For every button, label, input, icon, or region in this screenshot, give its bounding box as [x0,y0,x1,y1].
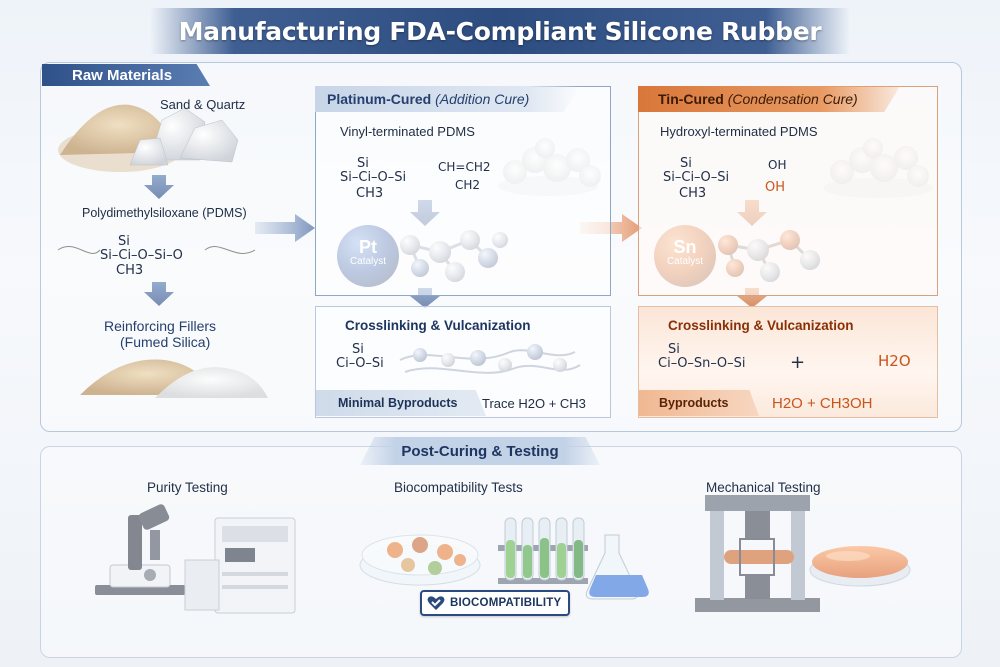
post-curing-tab: Post-Curing & Testing [360,437,600,465]
sn-symbol: Sn [673,237,697,257]
tin-crosslink-si: Si [668,342,680,357]
silicone-sample-dish-icon [809,546,911,587]
pdms-formula-ch3: CH3 [116,263,144,278]
pt-symbol: Pt [359,237,377,257]
pdms-formula-si: Si [118,234,130,249]
tin-catalyst: Sn Catalyst [654,238,716,267]
platinum-header-em: (Addition Cure) [435,91,530,107]
heart-check-icon [427,596,445,610]
tin-crosslink-panel [638,306,938,418]
biocompatibility-badge: BIOCOMPATIBILITY [420,590,570,616]
platinum-cure-header: Platinum-Cured (Addition Cure) [315,86,580,112]
pdms-label: Polydimethylsiloxane (PDMS) [82,206,247,220]
pdms-formula-chain: Si–Ci–O–Si–O [100,248,183,263]
pt-catalyst-label: Catalyst [349,256,387,267]
tensile-tester-icon [695,495,820,612]
sand-quartz-label: Sand & Quartz [160,97,246,112]
raw-materials-tab: Raw Materials [42,64,210,86]
tin-formula-ch3: CH3 [679,186,707,201]
arrow-right-icon [580,214,642,242]
microscope-icon [95,504,185,595]
test-tube-rack-icon [498,517,588,584]
tin-formula-oh-top: OH [768,158,787,172]
tin-formula-oh-bottom: OH [765,180,786,195]
pt-crosslink-label: Crosslinking & Vulcanization [345,318,531,333]
tin-formula-si: Si [680,156,692,171]
tin-cure-panel [638,86,938,296]
arrow-down-icon [410,288,440,308]
pt-formula-chain: Si–Ci–O–Si [340,170,407,185]
sand-quartz-pile [58,104,239,172]
hydroxyl-pdms-label: Hydroxyl-terminated PDMS [660,124,818,139]
arrow-down-icon [737,288,767,308]
pt-formula-vinyl-top: CH=CH2 [438,160,491,174]
page-title: Manufacturing FDA-Compliant Silicone Rub… [178,16,822,46]
lab-analyzer-icon [184,517,296,614]
pt-formula-vinyl-bottom: CH2 [455,178,481,192]
arrow-down-icon [144,282,174,306]
tin-byproducts-label: Byproducts [639,390,759,416]
tin-byproducts-value: H2O + CH3OH [772,395,873,412]
pt-formula-ch3: CH3 [356,186,384,201]
fumed-silica-pile [80,359,268,398]
petri-dish-icon [359,534,481,586]
platinum-cure-panel [315,86,611,296]
pt-byproducts-value: Trace H2O + CH3 [482,396,586,411]
flask-icon [585,534,649,600]
arrow-right-icon [255,214,315,242]
fillers-sublabel: (Fumed Silica) [120,334,211,350]
pt-crosslink-chain: Ci–O–Si [336,356,384,371]
badge-label: BIOCOMPATIBILITY [450,597,562,609]
biocompatibility-tests-title: Biocompatibility Tests [394,480,523,495]
tin-crosslink-water: H2O [878,352,911,370]
pt-byproducts-label: Minimal Byproducts [316,390,486,416]
arrow-down-icon [144,175,174,199]
fillers-label: Reinforcing Fillers [104,318,217,334]
vinyl-pdms-label: Vinyl-terminated PDMS [340,124,475,139]
pt-formula-si: Si [357,156,369,171]
tin-header-em: (Condensation Cure) [727,91,858,107]
tin-cure-header: Tin-Cured (Condensation Cure) [638,86,900,112]
tin-crosslink-chain: Ci–O–Sn–O–Si [658,356,746,371]
mechanical-testing-title: Mechanical Testing [706,480,821,495]
pt-crosslink-si: Si [352,342,364,357]
post-curing-panel [40,446,962,658]
platinum-header-main: Platinum-Cured [327,91,432,107]
platinum-catalyst: Pt Catalyst [337,238,399,267]
title-banner: Manufacturing FDA-Compliant Silicone Rub… [150,8,850,54]
tin-header-main: Tin-Cured [658,91,724,107]
tin-crosslink-label: Crosslinking & Vulcanization [668,318,854,333]
sn-catalyst-label: Catalyst [666,256,704,267]
tin-crosslink-plus: + [790,352,806,373]
tin-formula-chain: Si–Ci–O–Si [663,170,730,185]
purity-testing-title: Purity Testing [147,480,228,495]
